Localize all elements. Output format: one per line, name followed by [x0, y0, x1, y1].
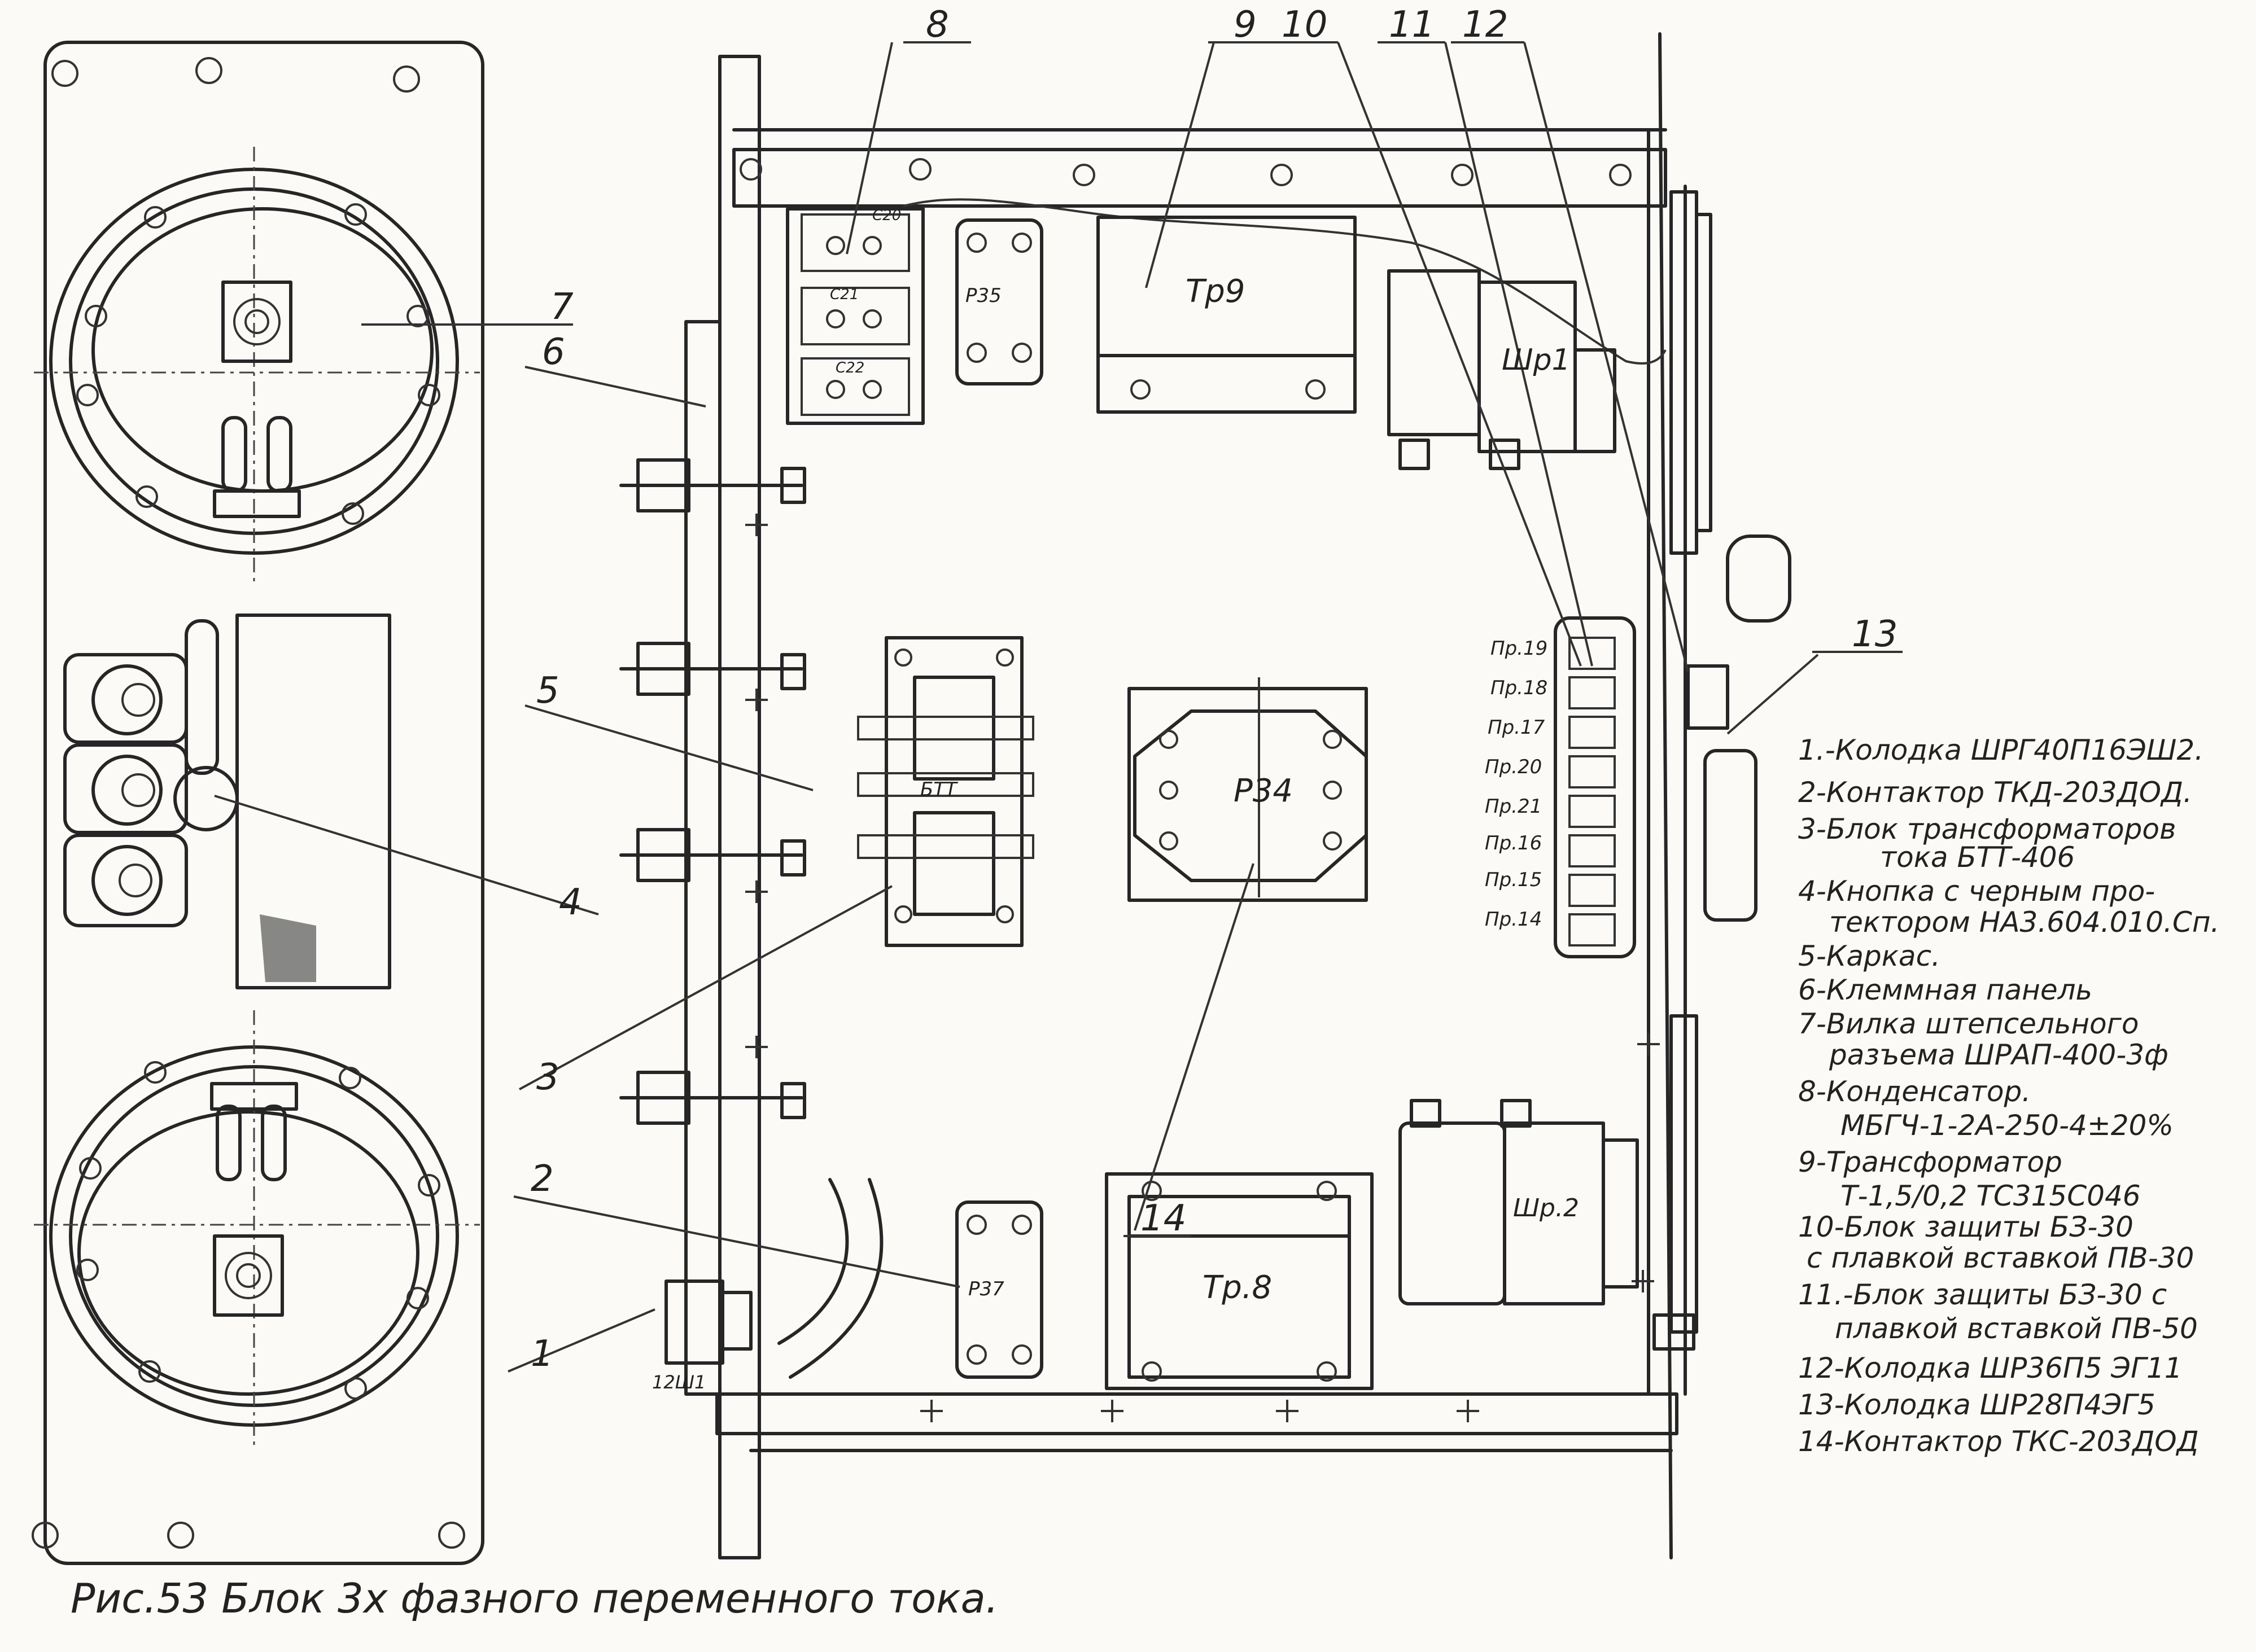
fuse-label: Пр.19 — [1490, 637, 1547, 660]
connector-shrap-lower — [34, 1010, 480, 1451]
legend-line: 8-Конденсатор. — [1798, 1075, 2031, 1108]
legend-line: 12-Колодка ШР36П5 ЭГ11 — [1798, 1352, 2183, 1384]
legend-line: с плавкой вставкой ПВ-30 — [1807, 1242, 2194, 1274]
callout-2: 2 — [531, 1158, 554, 1200]
legend-line: 10-Блок защиты БЗ-30 — [1798, 1211, 2133, 1243]
callout-12: 12 — [1462, 4, 1508, 46]
legend-line: Т-1,5/0,2 ТС315С046 — [1840, 1180, 2141, 1212]
callout-13: 13 — [1852, 614, 1898, 655]
callout-14: 14 — [1140, 1198, 1186, 1239]
relay-r35 — [955, 218, 1043, 385]
label-c21: С21 — [830, 286, 859, 303]
label-r35: Р35 — [965, 284, 1002, 307]
legend-line: 6-Клеммная панель — [1798, 974, 2093, 1006]
fuse-block — [1554, 616, 1636, 958]
legend-line: 4-Кнопка с черным про- — [1798, 875, 2156, 908]
label-shr2: Шр.2 — [1513, 1194, 1579, 1222]
legend-line: 11.-Блок защиты БЗ-30 с — [1798, 1278, 2167, 1311]
legend-line: тока БТТ-406 — [1880, 841, 2075, 874]
connector-shr2 — [1398, 1099, 1639, 1305]
fuse-label: Пр.20 — [1485, 756, 1542, 778]
legend-line: МБГЧ-1-2А-250-4±20% — [1840, 1109, 2174, 1142]
fuse-label: Пр.16 — [1485, 832, 1542, 855]
callout-5: 5 — [536, 670, 559, 712]
legend-line: разъема ШРАП-400-3ф — [1829, 1038, 2168, 1071]
label-shr1: Шр1 — [1502, 343, 1571, 377]
fuse-label: Пр.15 — [1485, 869, 1542, 891]
label-12sh1: 12Ш1 — [652, 1371, 706, 1393]
legend-line: 14-Контактор ТКС-203ДОД — [1798, 1425, 2199, 1458]
callout-8: 8 — [926, 4, 949, 46]
callout-6: 6 — [542, 331, 565, 373]
transformer-tr9 — [1096, 216, 1357, 414]
fuse-label: Пр.14 — [1485, 908, 1542, 931]
legend-line: 5-Каркас. — [1798, 940, 1940, 972]
figure-caption: Рис.53 Блок 3х фазного переменного тока. — [71, 1575, 999, 1622]
label-tr9: Тр9 — [1186, 273, 1245, 310]
callout-1: 1 — [531, 1333, 554, 1375]
callout-3: 3 — [536, 1057, 559, 1098]
label-c20: С20 — [872, 207, 901, 224]
right-side-connectors — [1652, 190, 1791, 1351]
label-c22: С22 — [836, 360, 864, 376]
component-labels: Тр9 Тр.8 Р35 Р37 Р34 БТТ Шр1 Шр.2 С20 С2… — [652, 207, 1579, 1393]
relay-r37 — [955, 1200, 1043, 1379]
contactor-r34 — [1127, 677, 1368, 902]
fuse-label: Пр.17 — [1488, 716, 1545, 739]
connector-shrap-upper — [34, 147, 480, 581]
front-panel — [32, 41, 484, 1565]
fuse-label: Пр.18 — [1490, 677, 1547, 699]
legend-line: 13-Колодка ШР28П4ЭГ5 — [1798, 1388, 2156, 1421]
legend-line: 2-Контактор ТКД-203ДОД. — [1798, 776, 2192, 809]
callout-numbers: 1 2 3 4 5 6 7 8 9 10 11 12 13 14 — [531, 4, 1898, 1375]
legend-line: 1.-Колодка ШРГ40П16ЭШ2. — [1798, 734, 2204, 766]
capacitors — [786, 207, 925, 425]
callout-10: 10 — [1282, 4, 1327, 46]
fuse-labels: Пр.19 Пр.18 Пр.17 Пр.20 Пр.21 Пр.16 Пр.1… — [1485, 637, 1547, 931]
label-tr8: Тр.8 — [1203, 1269, 1272, 1306]
label-r37: Р37 — [968, 1278, 1004, 1300]
callout-9: 9 — [1234, 4, 1257, 46]
callout-4: 4 — [559, 882, 582, 923]
label-r34: Р34 — [1234, 773, 1293, 809]
legend-line: 7-Вилка штепсельного — [1798, 1007, 2139, 1040]
legend-line: 3-Блок трансформаторов — [1798, 813, 2176, 845]
legend-line: 9-Трансформатор — [1798, 1146, 2062, 1178]
chassis-frame — [619, 32, 1687, 1559]
callout-7: 7 — [550, 286, 574, 328]
leader-lines — [214, 41, 1903, 1373]
current-transformer-btt — [857, 636, 1034, 947]
legend-line: плавкой вставкой ПВ-50 — [1835, 1312, 2198, 1345]
button-cluster — [63, 614, 391, 989]
callout-11: 11 — [1389, 4, 1435, 46]
legend-line: тектором НА3.604.010.Сп. — [1829, 906, 2220, 939]
fuse-label: Пр.21 — [1485, 795, 1542, 818]
terminal-studs — [619, 458, 806, 1125]
label-btt: БТТ — [920, 778, 958, 801]
cable-bundle — [664, 1178, 884, 1379]
